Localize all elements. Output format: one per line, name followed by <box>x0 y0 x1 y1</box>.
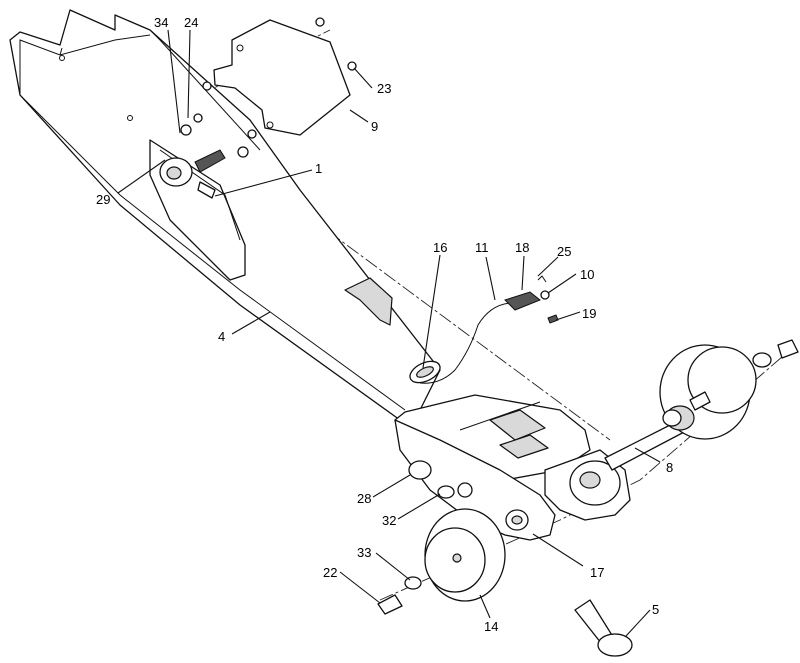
callout-10: 10 <box>580 267 594 282</box>
callout-4: 4 <box>218 329 225 344</box>
callout-5: 5 <box>652 602 659 617</box>
callout-23: 23 <box>377 81 391 96</box>
callout-1: 1 <box>315 161 322 176</box>
leader-lines <box>117 29 661 637</box>
callout-9: 9 <box>371 119 378 134</box>
callout-labels: 34 24 23 9 29 1 4 16 11 18 25 10 19 8 28… <box>96 15 673 634</box>
callout-16: 16 <box>433 240 447 255</box>
callout-18: 18 <box>515 240 529 255</box>
callout-22: 22 <box>323 565 337 580</box>
bracket-plate <box>202 17 357 158</box>
callout-24: 24 <box>184 15 198 30</box>
frame-slot <box>344 277 393 326</box>
pivot-plate <box>159 113 226 199</box>
pin <box>574 599 633 657</box>
callout-14: 14 <box>484 619 498 634</box>
callout-28: 28 <box>357 491 371 506</box>
side-arm-right <box>544 449 631 521</box>
callout-29: 29 <box>96 192 110 207</box>
callout-34: 34 <box>154 15 168 30</box>
right-wheel <box>659 339 799 440</box>
cable-assembly <box>409 275 559 384</box>
callout-25: 25 <box>557 244 571 259</box>
callout-8: 8 <box>666 460 673 475</box>
callout-33: 33 <box>357 545 371 560</box>
callout-19: 19 <box>582 306 596 321</box>
callout-11: 11 <box>475 240 489 255</box>
callout-32: 32 <box>382 513 396 528</box>
callout-17: 17 <box>590 565 604 580</box>
left-wheel <box>377 460 529 615</box>
